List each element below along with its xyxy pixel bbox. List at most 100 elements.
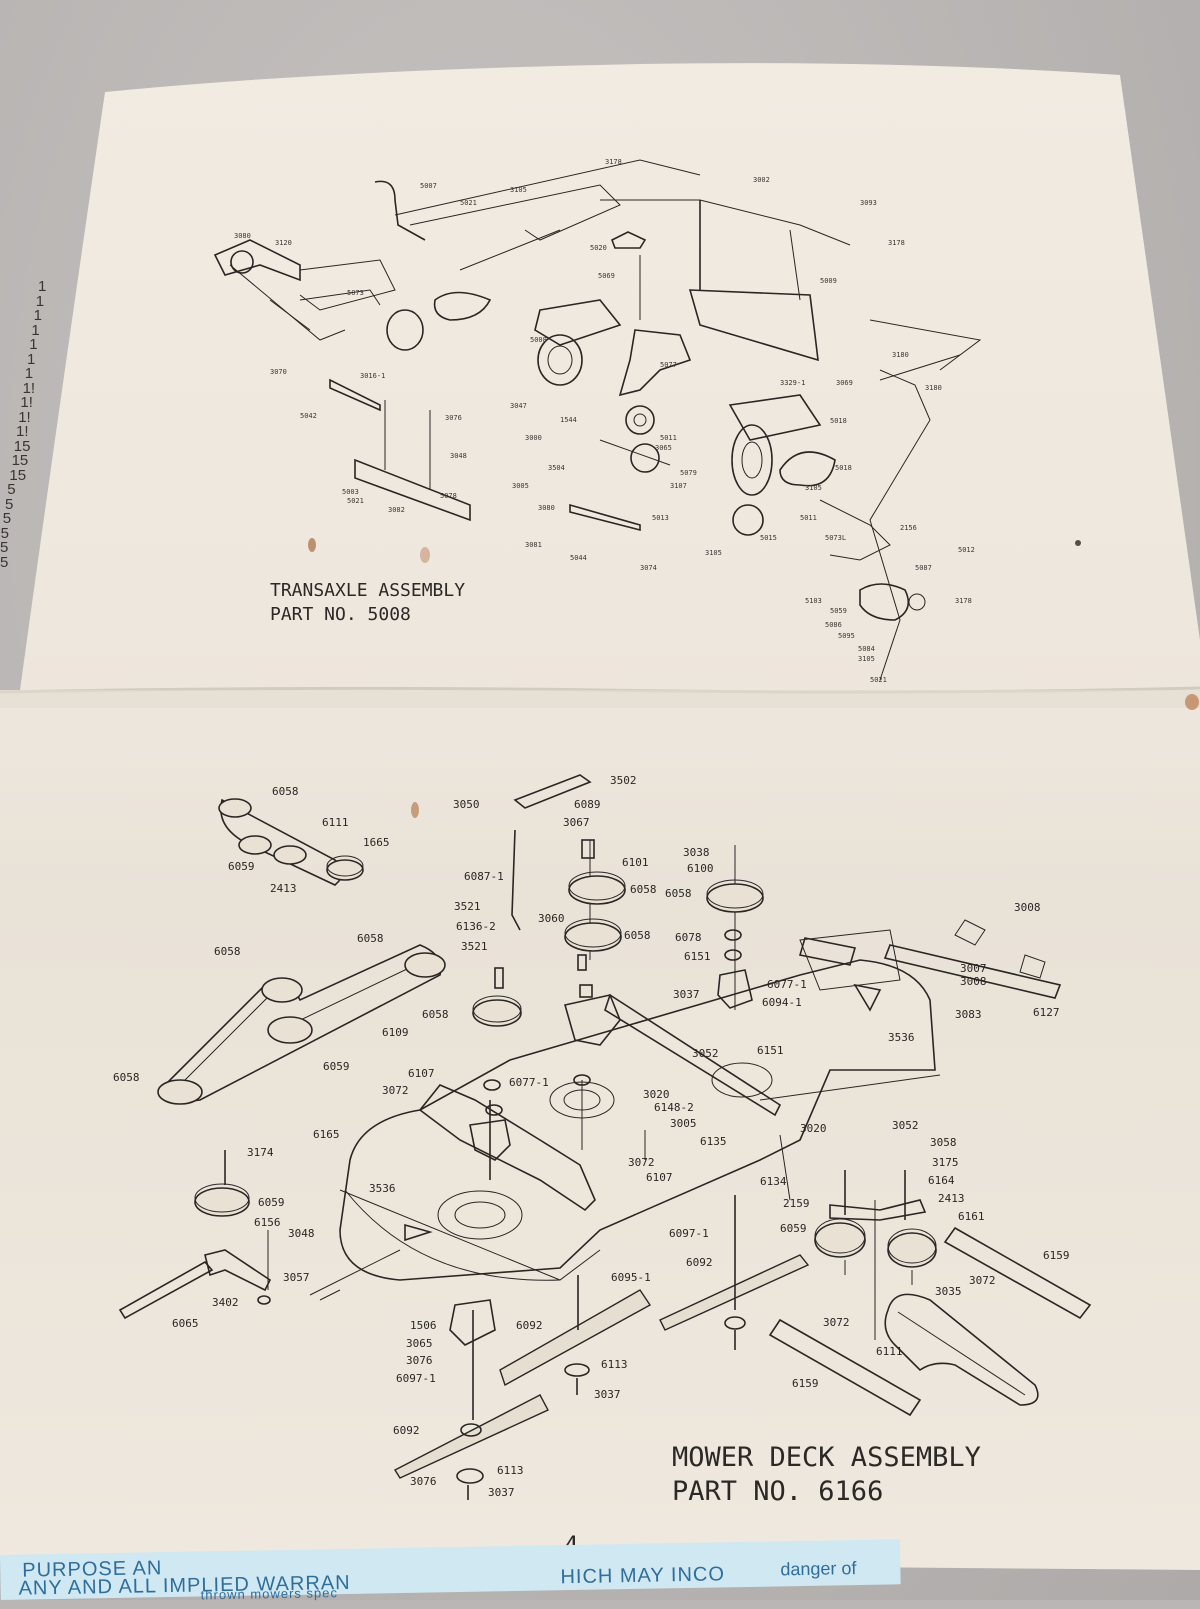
label-6151-a: 6151 — [684, 950, 711, 963]
label-6095-1: 6095-1 — [611, 1271, 651, 1284]
transaxle-shift-lever — [374, 180, 426, 241]
label-6058-d: 6058 — [624, 929, 651, 942]
label-6058-e: 6058 — [357, 932, 384, 945]
label-6058-a: 6058 — [272, 785, 299, 798]
transaxle-drive-wheel — [537, 334, 583, 386]
label-6094-1: 6094-1 — [762, 996, 802, 1009]
idler-arm-6159-right — [943, 1226, 1092, 1320]
svg-text:5012: 5012 — [958, 546, 975, 554]
svg-text:3002: 3002 — [753, 176, 770, 184]
label-6058-c: 6058 — [665, 887, 692, 900]
svg-text:3016-1: 3016-1 — [360, 372, 385, 380]
svg-text:5086: 5086 — [825, 621, 842, 629]
svg-text:3074: 3074 — [640, 564, 657, 572]
edge-number: 1 — [31, 321, 40, 339]
label-6109: 6109 — [382, 1026, 409, 1039]
label-3076-b: 3076 — [410, 1475, 437, 1488]
label-6092-b: 6092 — [516, 1319, 543, 1332]
svg-text:3048: 3048 — [450, 452, 467, 460]
svg-text:5077: 5077 — [660, 361, 677, 369]
svg-text:3178: 3178 — [605, 158, 622, 166]
label-3521-b: 3521 — [461, 940, 488, 953]
transaxle-right-belt — [779, 451, 836, 487]
pulley-6058-left — [472, 999, 522, 1027]
idler-arm-6065 — [118, 1150, 272, 1320]
label-3536-a: 3536 — [888, 1031, 915, 1044]
tension-rod-6087-1 — [511, 829, 521, 931]
label-3058: 3058 — [930, 1136, 957, 1149]
pulley-6058-top — [568, 875, 626, 905]
label-1506: 1506 — [410, 1319, 437, 1332]
label-6058-h: 6058 — [113, 1071, 140, 1084]
edge-number: 1! — [18, 408, 31, 426]
belt-6111-lower — [884, 1293, 1039, 1406]
edge-number: 5 — [2, 510, 12, 527]
svg-text:5021: 5021 — [347, 497, 364, 505]
label-3536-b: 3536 — [369, 1182, 396, 1195]
transaxle-diagram: 3178 5007 3105 5021 3002 3093 3178 3080 … — [213, 158, 982, 684]
label-6148-2: 6148-2 — [654, 1101, 694, 1114]
pulley-6161 — [887, 1232, 937, 1268]
label-6135: 6135 — [700, 1135, 727, 1148]
svg-text:3120: 3120 — [275, 239, 292, 247]
label-6058-b: 6058 — [630, 883, 657, 896]
label-2159: 2159 — [783, 1197, 810, 1210]
svg-text:5103: 5103 — [805, 597, 822, 605]
label-3052-a: 3052 — [692, 1047, 719, 1060]
label-6127: 6127 — [1033, 1006, 1060, 1019]
deck-baffle-left — [404, 1223, 433, 1242]
label-3037-b: 3037 — [594, 1388, 621, 1401]
pulley-6058-mid — [564, 922, 622, 952]
label-6101: 6101 — [622, 856, 649, 869]
svg-text:5073: 5073 — [347, 289, 364, 297]
mower-deck-part-number: PART NO. 6166 — [672, 1476, 883, 1507]
edge-number: 15 — [11, 452, 29, 469]
pulley-6058-right — [706, 883, 764, 913]
svg-text:3107: 3107 — [670, 482, 687, 490]
label-6159-a: 6159 — [1043, 1249, 1070, 1262]
svg-text:5069: 5069 — [598, 272, 615, 280]
svg-text:5079: 5079 — [680, 469, 697, 477]
transaxle-title: TRANSAXLE ASSEMBLY — [270, 580, 465, 601]
svg-text:3180: 3180 — [925, 384, 942, 392]
svg-text:5087: 5087 — [915, 564, 932, 572]
svg-text:3504: 3504 — [548, 464, 565, 472]
mower-deck-diagram: 6058 6111 1665 6059 2413 3502 3050 6089 … — [113, 774, 1092, 1507]
label-3035: 3035 — [935, 1285, 962, 1298]
svg-text:3000: 3000 — [525, 434, 542, 442]
label-3072-a: 3072 — [382, 1084, 409, 1097]
label-3008-b: 3008 — [960, 975, 987, 988]
svg-text:5095: 5095 — [838, 632, 855, 640]
label-3052-b: 3052 — [892, 1119, 919, 1132]
svg-text:3069: 3069 — [836, 379, 853, 387]
svg-text:2156: 2156 — [900, 524, 917, 532]
handle-3502 — [513, 774, 592, 809]
label-6089: 6089 — [574, 798, 601, 811]
label-3057: 3057 — [283, 1271, 310, 1284]
belt-drive-6109 — [157, 944, 446, 1105]
mower-deck-housing — [339, 959, 936, 1281]
svg-text:3080: 3080 — [538, 504, 555, 512]
svg-text:3005: 3005 — [512, 482, 529, 490]
label-3020-a: 3020 — [643, 1088, 670, 1101]
svg-text:3180: 3180 — [892, 351, 909, 359]
label-6151-b: 6151 — [757, 1044, 784, 1057]
label-6161: 6161 — [958, 1210, 985, 1223]
svg-text:5007: 5007 — [420, 182, 437, 190]
label-6059-d: 6059 — [780, 1222, 807, 1235]
edge-number: 1! — [20, 394, 33, 411]
label-6092-a: 6092 — [686, 1256, 713, 1269]
blade-6092-right — [659, 1254, 810, 1331]
svg-text:5042: 5042 — [300, 412, 317, 420]
label-3072-c: 3072 — [969, 1274, 996, 1287]
svg-text:3178: 3178 — [888, 239, 905, 247]
mower-deck-title: MOWER DECK ASSEMBLY — [672, 1442, 981, 1473]
label-6058-f: 6058 — [214, 945, 241, 958]
label-3072-b: 3072 — [628, 1156, 655, 1169]
edge-number: 15 — [9, 466, 27, 484]
label-3174: 3174 — [247, 1146, 274, 1159]
label-3072-d: 3072 — [823, 1316, 850, 1329]
label-6077-1-b: 6077-1 — [509, 1076, 549, 1089]
label-6059-c: 6059 — [258, 1196, 285, 1209]
